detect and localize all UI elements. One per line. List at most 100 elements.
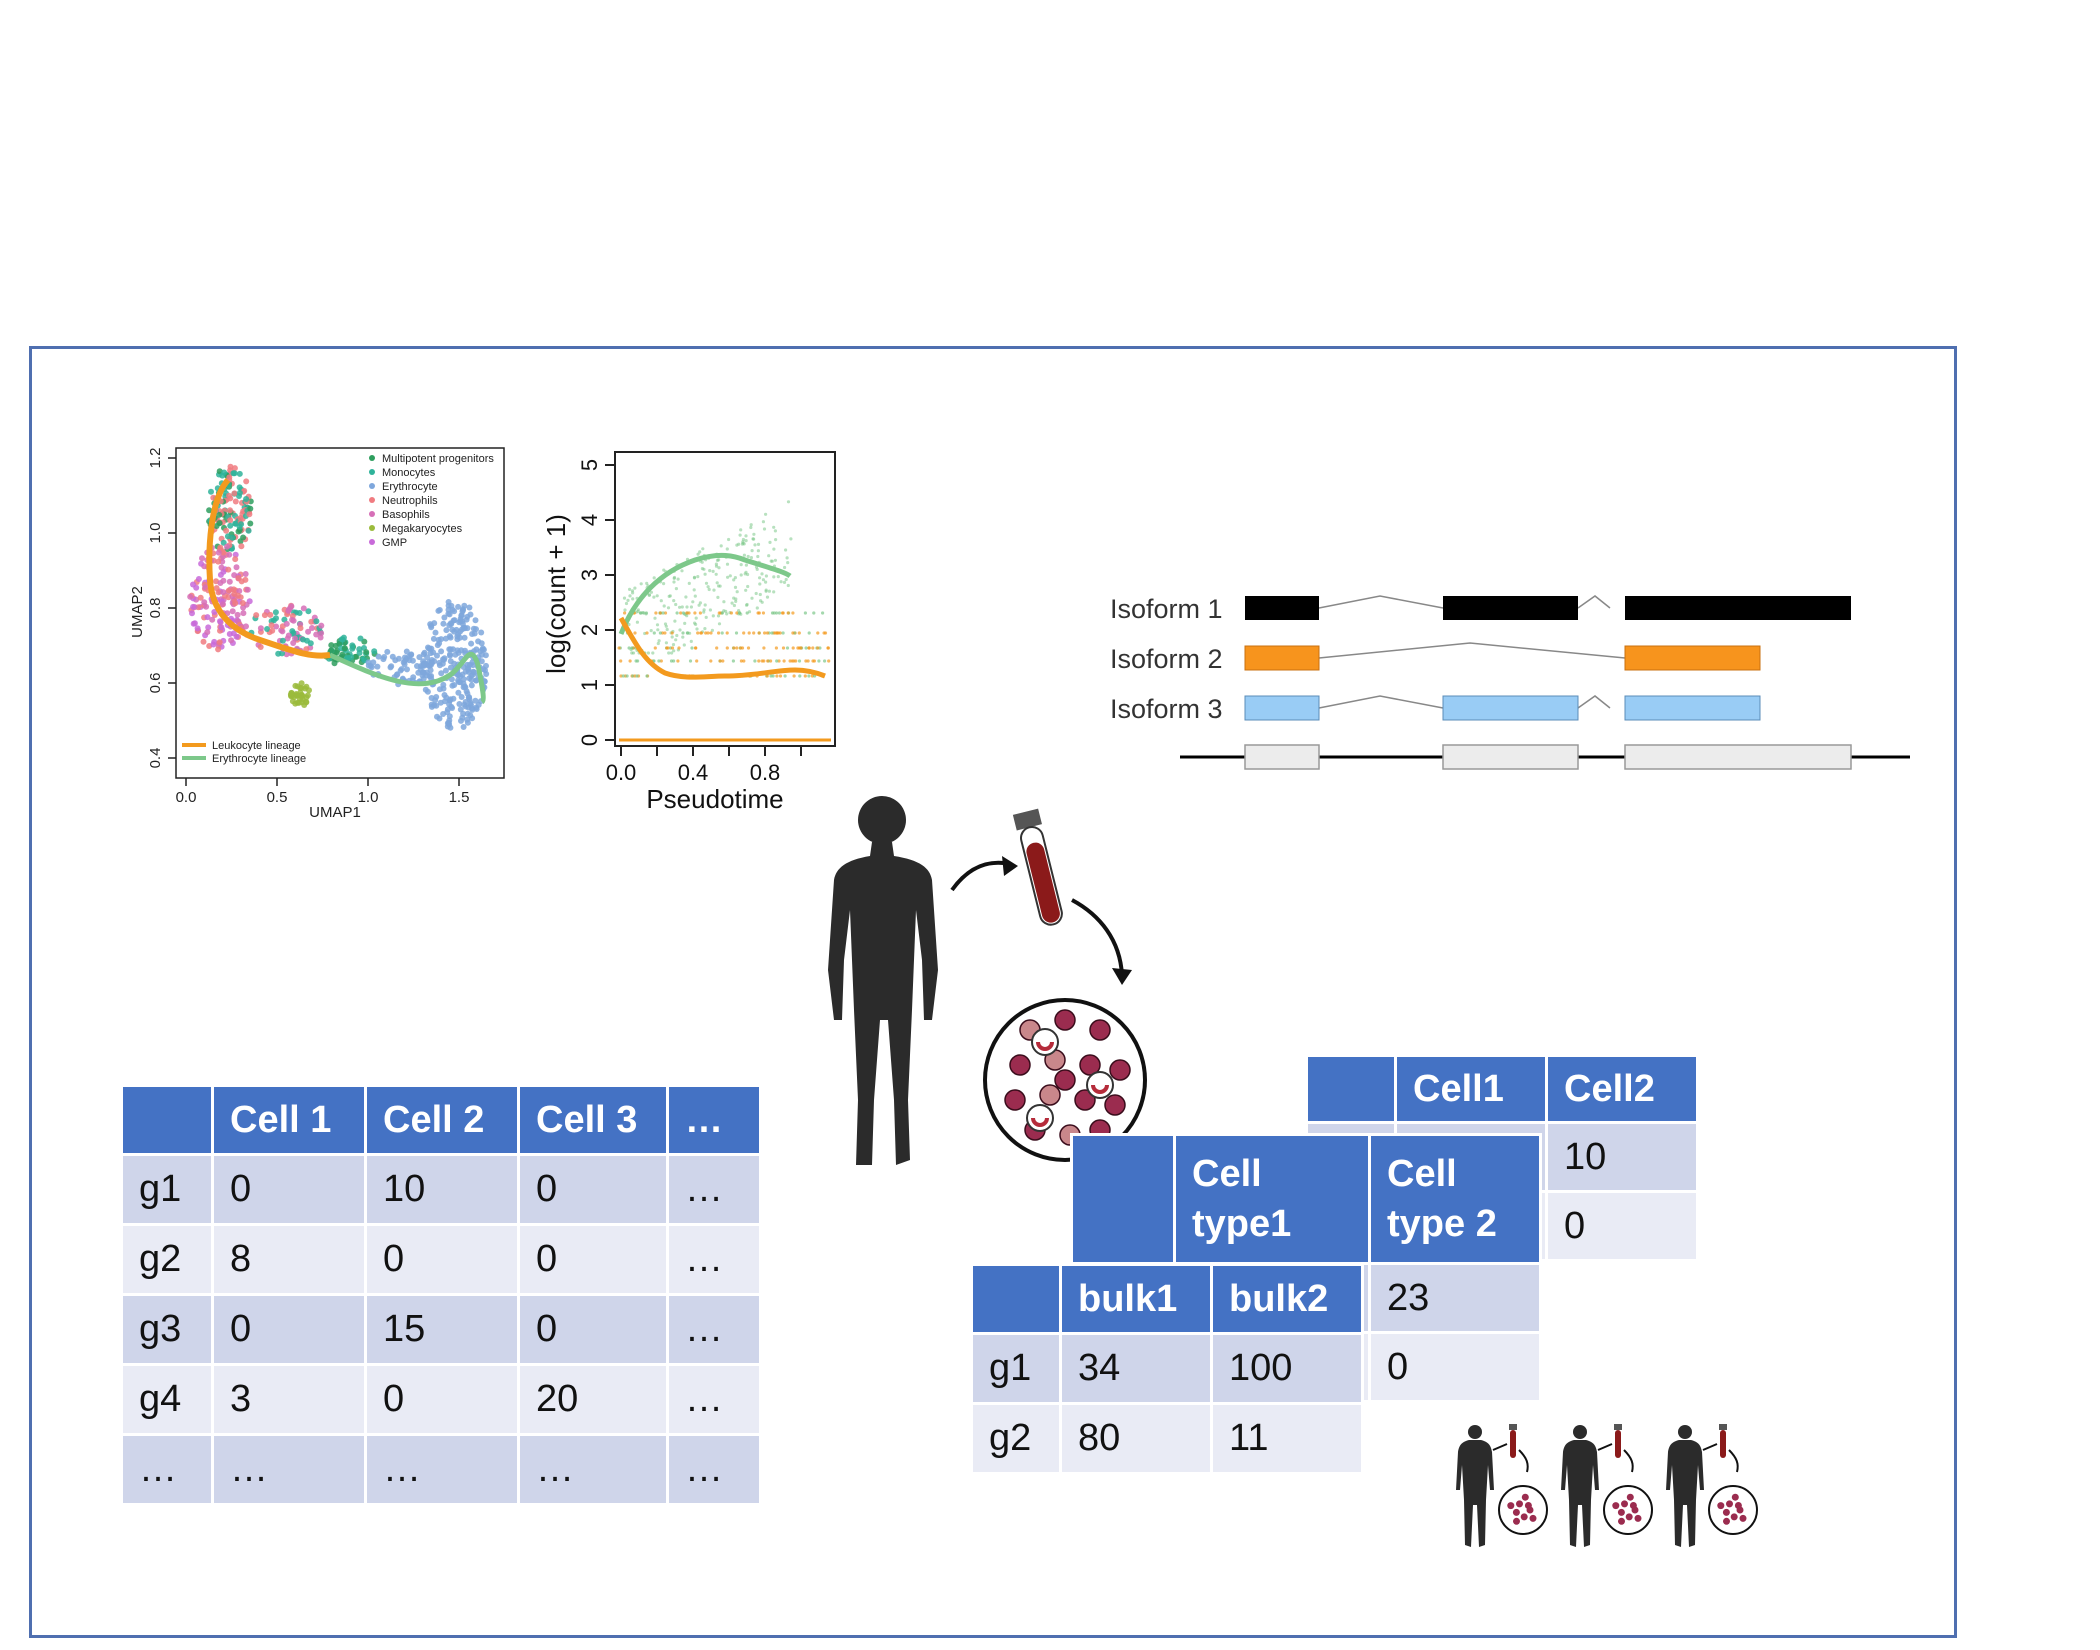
pt-point-green: [708, 569, 712, 573]
umap-point: [243, 496, 250, 502]
blood-cells-icon: [983, 998, 1147, 1162]
umap-point: [430, 635, 437, 642]
umap-point: [468, 640, 475, 647]
pt-point-green: [737, 609, 741, 613]
table-cell: 8: [214, 1226, 364, 1293]
umap-point: [381, 654, 388, 660]
pt-point-green: [725, 612, 729, 616]
umap-point: [440, 620, 447, 627]
table-header-cell: [123, 1087, 211, 1153]
table-cell: 0: [214, 1156, 364, 1223]
isoform-1-track: [1245, 595, 1851, 620]
umap-point: [273, 623, 280, 630]
umap-point: [235, 592, 241, 599]
pt-point-orange: [635, 674, 639, 678]
pt-point-orange: [817, 659, 821, 663]
umap-point: [264, 626, 271, 632]
table-cell: 100: [1213, 1335, 1361, 1402]
umap-point: [235, 528, 242, 535]
pt-point-green: [633, 586, 637, 590]
umap-point: [414, 663, 420, 669]
pt-point-orange: [720, 631, 724, 635]
pt-point-orange: [669, 659, 674, 663]
umap-point: [318, 622, 325, 629]
pt-point-green: [715, 581, 719, 585]
table-cell: …: [669, 1156, 759, 1223]
pt-point-green: [671, 643, 676, 647]
blood-cell: [1104, 1094, 1126, 1116]
table-header-cell: …: [669, 1087, 759, 1153]
umap-point: [283, 651, 290, 658]
umap-point: [275, 650, 282, 657]
blood-cell: [1079, 1054, 1101, 1076]
pt-point-orange: [717, 611, 721, 615]
pt-point-orange: [774, 611, 779, 615]
pt-point-orange: [786, 611, 790, 615]
pt-point-green: [652, 595, 656, 599]
table-cell: 0: [214, 1296, 364, 1363]
pt-point-orange: [777, 611, 781, 615]
pt-point-orange: [636, 659, 640, 663]
umap-point: [451, 682, 458, 688]
umap-point: [423, 672, 430, 679]
arrow-icon: [1728, 1449, 1739, 1473]
umap-point: [455, 677, 462, 684]
umap-point: [460, 724, 467, 730]
pt-point-green: [675, 633, 679, 638]
pt-point-green: [768, 540, 772, 544]
umap-y-tick: 0.4: [147, 748, 164, 769]
pt-point-green: [732, 603, 736, 608]
umap-point: [223, 527, 230, 534]
umap-point: [338, 636, 345, 643]
pt-point-green: [786, 583, 790, 588]
erythrocyte-lineage-curve: [328, 651, 486, 705]
pt-point-orange: [742, 631, 746, 635]
umap-y-tick: 1.0: [147, 523, 164, 544]
umap-point: [216, 639, 223, 646]
pt-point-green: [755, 606, 759, 610]
umap-point: [216, 511, 223, 518]
umap-plot-frame: [175, 447, 505, 779]
umap-point: [198, 560, 205, 567]
pt-point-green: [703, 572, 707, 576]
pt-point-orange: [739, 646, 743, 650]
pt-point-green: [708, 608, 712, 612]
pt-point-green: [662, 604, 666, 608]
pt-point-green: [680, 605, 684, 609]
pt-point-orange: [782, 659, 786, 663]
umap-point: [257, 644, 264, 650]
pt-point-green: [628, 594, 632, 598]
pt-point-green: [631, 591, 635, 595]
pt-point-green: [789, 537, 793, 541]
pt-point-orange: [677, 646, 681, 650]
lineage-legend-label: Leukocyte lineage: [212, 740, 301, 752]
pt-point-green: [772, 575, 776, 579]
umap-point: [215, 549, 222, 556]
umap-point: [410, 674, 417, 681]
umap-point: [229, 608, 236, 615]
umap-point: [363, 649, 370, 656]
pt-point-green: [694, 616, 698, 620]
umap-point: [203, 603, 210, 610]
umap-point: [285, 606, 292, 613]
legend-label: GMP: [382, 537, 407, 549]
umap-point: [227, 522, 234, 529]
umap-point: [292, 682, 299, 689]
pt-point-orange: [659, 659, 663, 663]
umap-point: [427, 667, 434, 674]
pt-point-green: [636, 609, 640, 613]
pt-point-orange: [771, 674, 775, 678]
umap-point: [242, 576, 249, 583]
umap-point: [446, 701, 453, 708]
pt-point-orange: [742, 659, 746, 663]
table-cell: 80: [1062, 1405, 1210, 1472]
pt-point-green: [727, 537, 731, 542]
umap-point: [227, 463, 234, 470]
pt-point-orange: [658, 611, 662, 615]
isoform-2-track: [1244, 642, 1761, 671]
pt-point-orange: [706, 631, 710, 635]
umap-point: [245, 527, 252, 534]
pt-point-green: [711, 569, 715, 573]
figure-frame: [29, 346, 1957, 1638]
pt-point-orange: [816, 631, 820, 635]
